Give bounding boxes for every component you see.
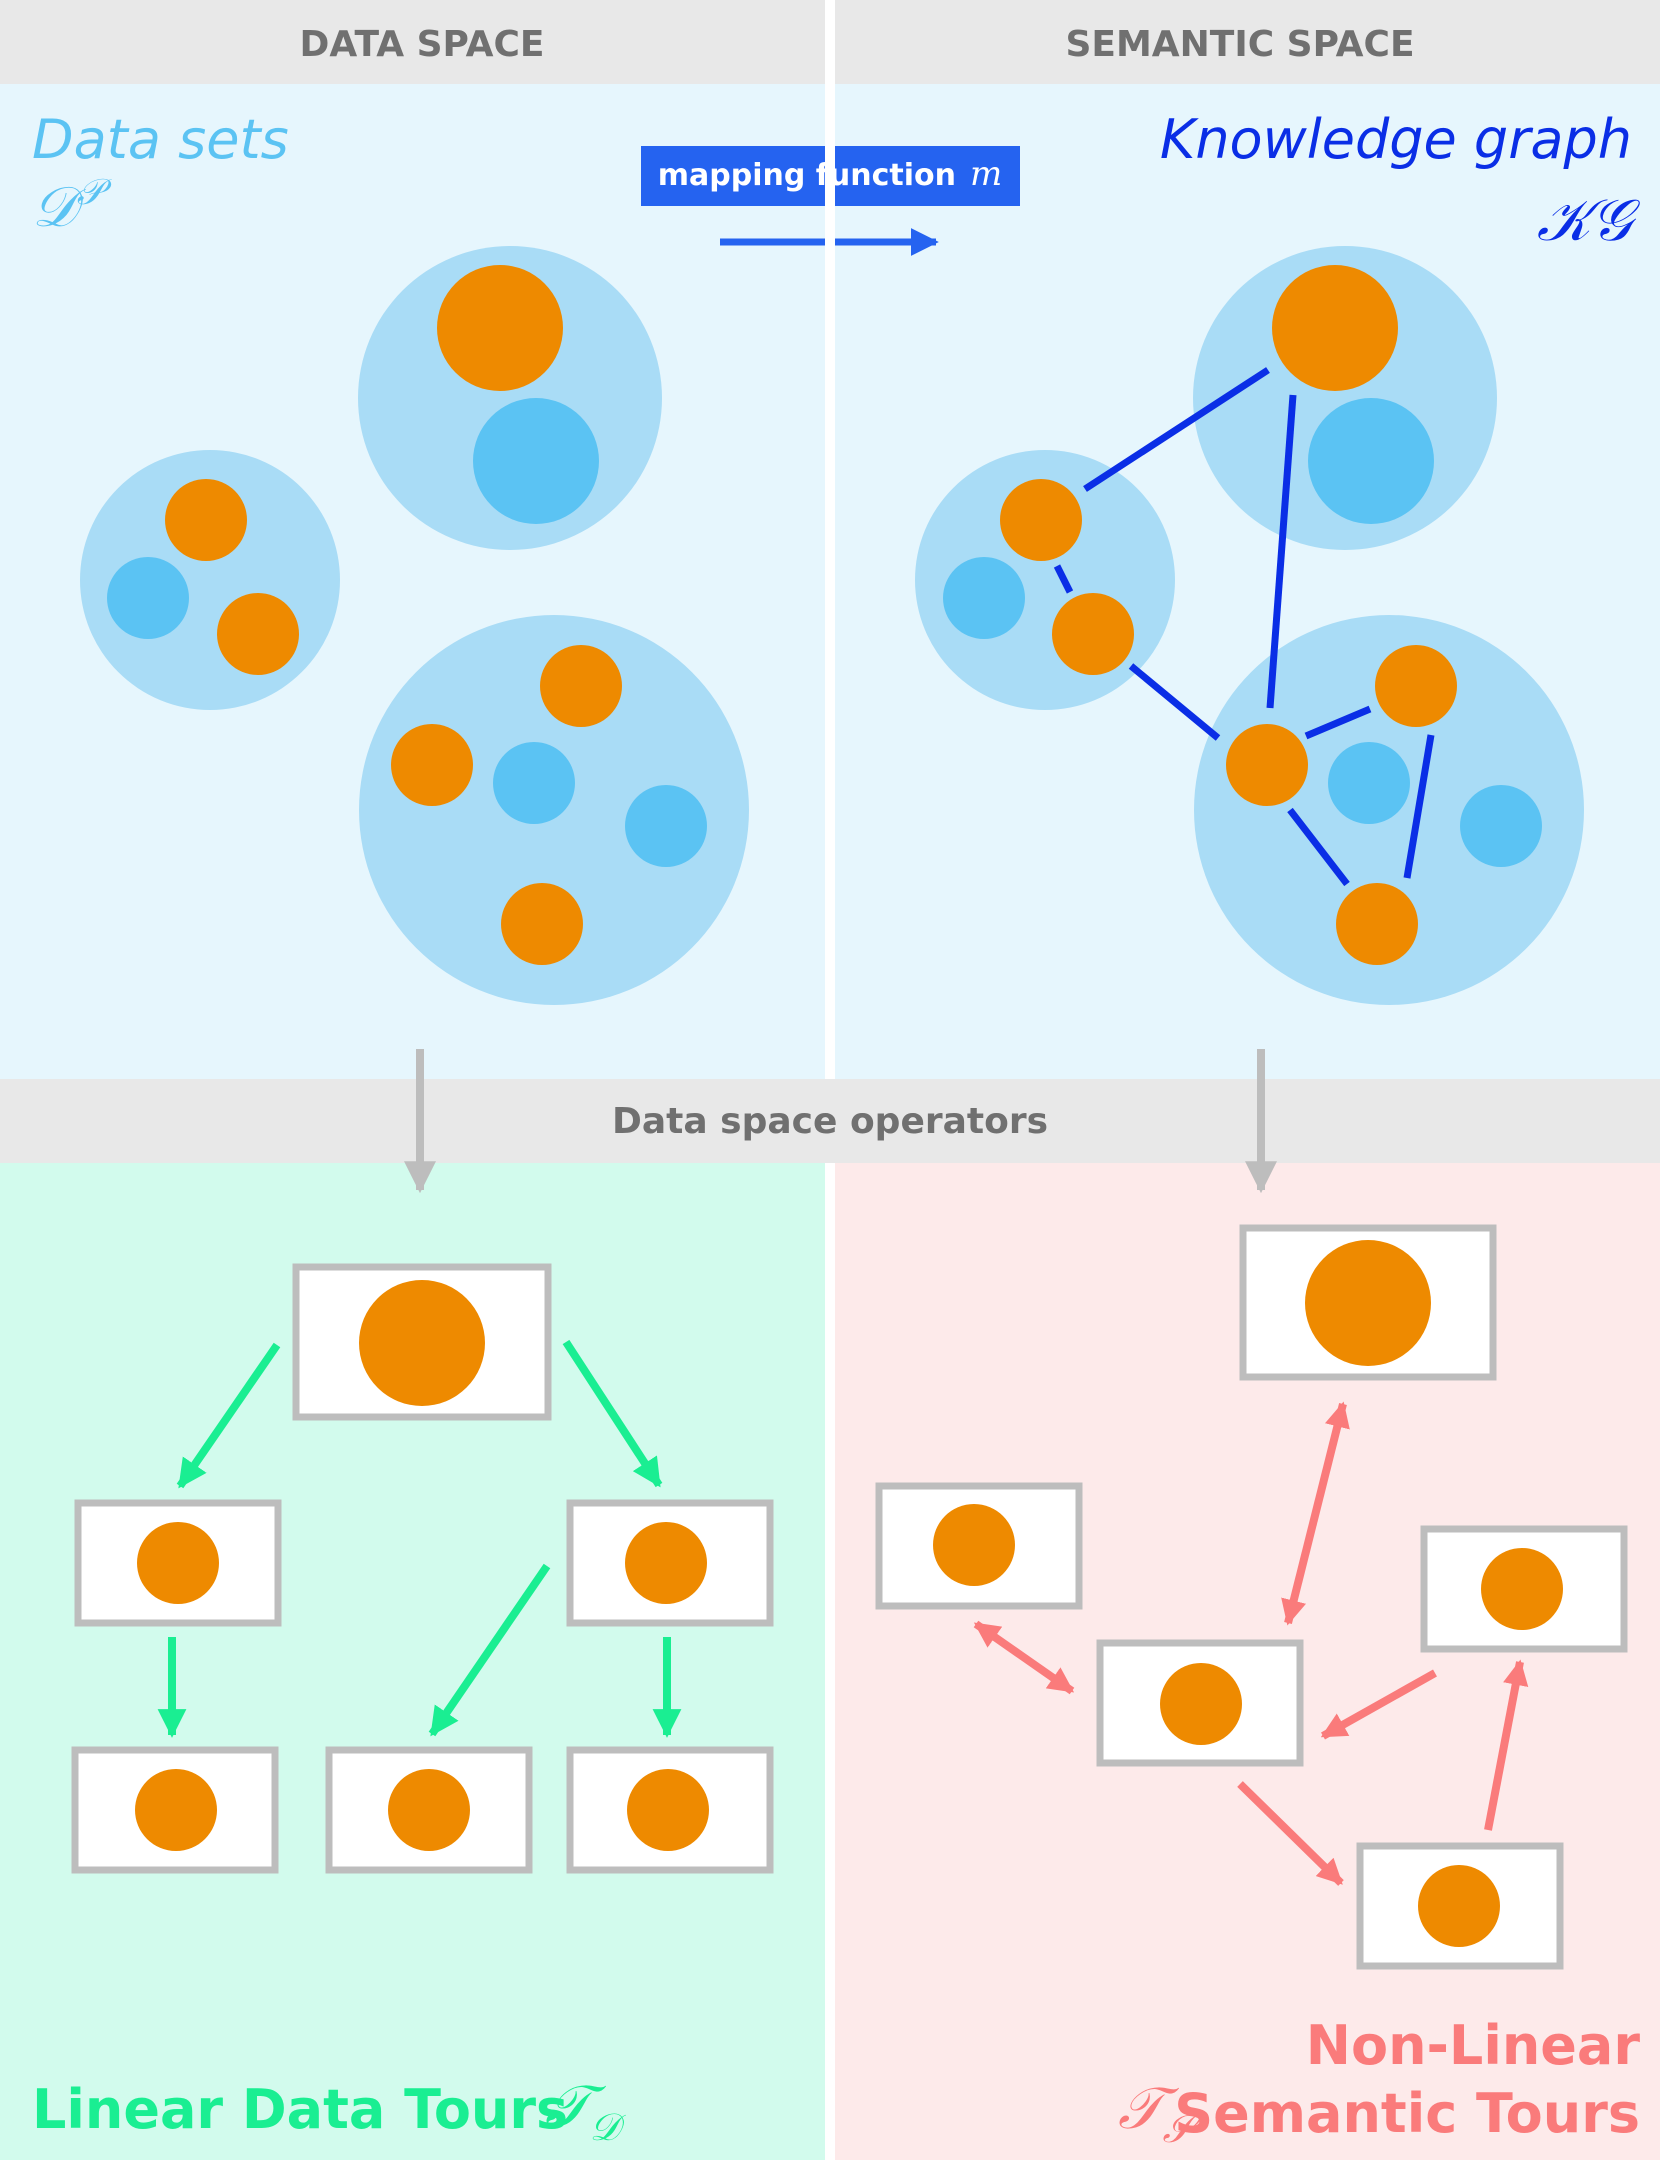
blue-node bbox=[625, 785, 707, 867]
mapping-function-label: mapping function bbox=[658, 158, 956, 193]
blue-node bbox=[1460, 785, 1542, 867]
nonlinear-tours-label-line1: Non-Linear bbox=[1306, 2014, 1641, 2077]
operators-label: Data space operators bbox=[612, 1101, 1048, 1142]
tour-arrow bbox=[1320, 1669, 1437, 1740]
orange-node bbox=[137, 1522, 219, 1604]
tour-arrow bbox=[973, 1620, 1075, 1695]
orange-node bbox=[437, 265, 563, 391]
orange-node bbox=[1481, 1548, 1563, 1630]
operators-band bbox=[0, 1079, 1660, 1163]
cluster-left bbox=[80, 450, 340, 710]
linear-tours-symbol: 𝒯𝒟 bbox=[545, 2072, 626, 2149]
tour-arrow bbox=[1484, 1659, 1529, 1831]
orange-node bbox=[1418, 1865, 1500, 1947]
cluster-bottom bbox=[359, 615, 749, 1005]
semantic-clusters bbox=[915, 246, 1584, 1005]
orange-node bbox=[627, 1769, 709, 1851]
mapping-function-symbol: m bbox=[970, 154, 1002, 194]
orange-node bbox=[1336, 883, 1418, 965]
orange-node bbox=[501, 883, 583, 965]
linear-tour-cards bbox=[71, 1263, 774, 1874]
orange-node bbox=[135, 1769, 217, 1851]
orange-node bbox=[933, 1504, 1015, 1586]
tour-arrow bbox=[1237, 1781, 1344, 1886]
blue-node bbox=[473, 398, 599, 524]
data-sets-title: Data sets 𝒟𝒫 bbox=[32, 108, 289, 240]
nonlinear-tours-label-line2: Semantic Tours bbox=[1174, 2082, 1640, 2145]
semantic-space-title: SEMANTIC SPACE bbox=[1065, 24, 1414, 65]
knowledge-graph-label: Knowledge graph bbox=[1160, 108, 1632, 171]
data-space-title: DATA SPACE bbox=[300, 24, 545, 65]
graph-edge bbox=[1304, 705, 1372, 740]
center-divider bbox=[825, 0, 835, 1079]
tour-arrow bbox=[1281, 1401, 1350, 1626]
nonlinear-tour-cards bbox=[875, 1224, 1628, 1970]
orange-node bbox=[1305, 1240, 1431, 1366]
knowledge-graph-edges bbox=[1053, 367, 1435, 887]
graph-edge bbox=[1287, 807, 1350, 887]
nonlinear-tours-caption: Non-Linear 𝒯𝒮 Semantic Tours bbox=[1118, 2014, 1640, 2151]
knowledge-graph-title: Knowledge graph 𝒦𝒢 bbox=[1160, 108, 1641, 254]
graph-edge bbox=[1403, 734, 1435, 879]
blue-node bbox=[493, 742, 575, 824]
orange-node bbox=[1226, 724, 1308, 806]
data-clusters bbox=[80, 246, 749, 1005]
blue-node bbox=[1308, 398, 1434, 524]
semantic-space-header bbox=[835, 0, 1660, 84]
orange-node bbox=[540, 645, 622, 727]
orange-node bbox=[391, 724, 473, 806]
orange-node bbox=[217, 593, 299, 675]
cluster-top bbox=[358, 246, 662, 550]
mapping-function-text: mapping function m bbox=[658, 154, 1002, 194]
data-space-header bbox=[0, 0, 825, 84]
graph-edge bbox=[1128, 663, 1221, 741]
blue-node bbox=[1328, 742, 1410, 824]
graph-edge bbox=[1053, 564, 1074, 594]
linear-tours-caption: Linear Data Tours 𝒯𝒟 bbox=[32, 2072, 626, 2149]
knowledge-graph-nodes bbox=[1000, 265, 1457, 965]
orange-node bbox=[388, 1769, 470, 1851]
orange-node bbox=[165, 479, 247, 561]
blue-node bbox=[107, 557, 189, 639]
orange-node bbox=[1160, 1663, 1242, 1745]
orange-node bbox=[359, 1280, 485, 1406]
tour-arrow bbox=[176, 1342, 281, 1489]
orange-node bbox=[625, 1522, 707, 1604]
graph-edge bbox=[1083, 367, 1270, 492]
orange-node bbox=[1272, 265, 1398, 391]
tour-arrow bbox=[428, 1563, 551, 1737]
linear-tours-label: Linear Data Tours bbox=[32, 2078, 568, 2141]
tour-arrow bbox=[562, 1339, 663, 1488]
blue-node bbox=[943, 557, 1025, 639]
knowledge-graph-symbol: 𝒦𝒢 bbox=[1537, 186, 1641, 254]
orange-node bbox=[1000, 479, 1082, 561]
center-divider-lower bbox=[825, 1163, 835, 2160]
linear-tour-edges bbox=[157, 1339, 682, 1738]
orange-node bbox=[1375, 645, 1457, 727]
orange-node bbox=[1052, 593, 1134, 675]
data-sets-label: Data sets bbox=[32, 108, 289, 171]
graph-edge bbox=[1266, 394, 1297, 709]
nonlinear-tour-edges bbox=[973, 1401, 1529, 1886]
